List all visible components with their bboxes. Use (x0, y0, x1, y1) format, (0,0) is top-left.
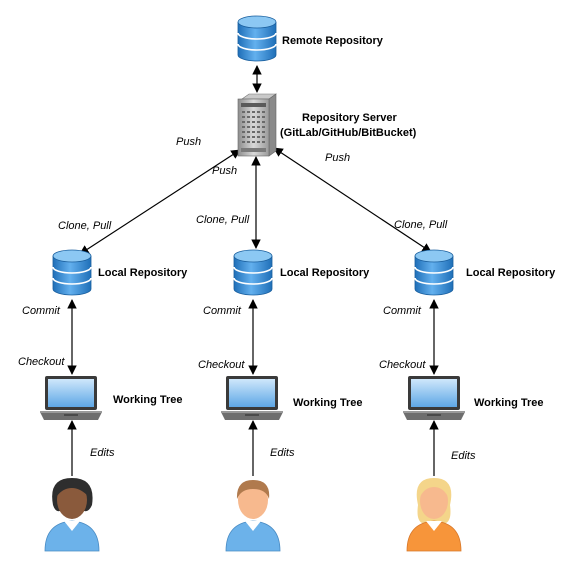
push-label-center: Push (212, 165, 237, 177)
working-tree-label: Working Tree (293, 397, 362, 409)
remote-database-icon (237, 15, 277, 62)
clone-pull-label-center: Clone, Pull (196, 214, 250, 226)
commit-label: Commit (22, 305, 61, 317)
server-sublabel: (GitLab/GitHub/BitBucket) (280, 127, 417, 139)
push-label-left: Push (176, 136, 201, 148)
edits-label: Edits (90, 447, 115, 459)
column-2: Local Repository Commit Checkout Working… (198, 249, 370, 552)
commit-label: Commit (203, 305, 242, 317)
local-repository-label: Local Repository (280, 267, 370, 279)
laptop-icon (40, 376, 102, 420)
commit-label: Commit (383, 305, 422, 317)
developer-blonde-hair-icon (406, 478, 462, 552)
local-database-icon (414, 249, 454, 296)
remote-repository-label: Remote Repository (282, 35, 384, 47)
working-tree-label: Working Tree (474, 397, 543, 409)
server-right-arrow (273, 147, 432, 253)
developer-short-hair-icon (225, 480, 281, 552)
push-label-right: Push (325, 152, 350, 164)
laptop-icon (403, 376, 465, 420)
checkout-label: Checkout (198, 359, 245, 371)
checkout-label: Checkout (379, 359, 426, 371)
server-left-arrow (79, 149, 241, 255)
local-repository-label: Local Repository (98, 267, 188, 279)
checkout-label: Checkout (18, 356, 65, 368)
column-1: Local Repository Commit Checkout Working… (18, 249, 188, 552)
laptop-icon (221, 376, 283, 420)
local-database-icon (52, 249, 92, 296)
local-repository-label: Local Repository (466, 267, 556, 279)
column-3: Local Repository Commit Checkout Working… (379, 249, 556, 552)
edits-label: Edits (270, 447, 295, 459)
server-icon (237, 93, 277, 157)
edits-label: Edits (451, 450, 476, 462)
working-tree-label: Working Tree (113, 394, 182, 406)
server-label: Repository Server (302, 112, 397, 124)
clone-pull-label-left: Clone, Pull (58, 220, 112, 232)
developer-dark-hair-icon (44, 478, 100, 552)
clone-pull-label-right: Clone, Pull (394, 219, 448, 231)
local-database-icon (233, 249, 273, 296)
